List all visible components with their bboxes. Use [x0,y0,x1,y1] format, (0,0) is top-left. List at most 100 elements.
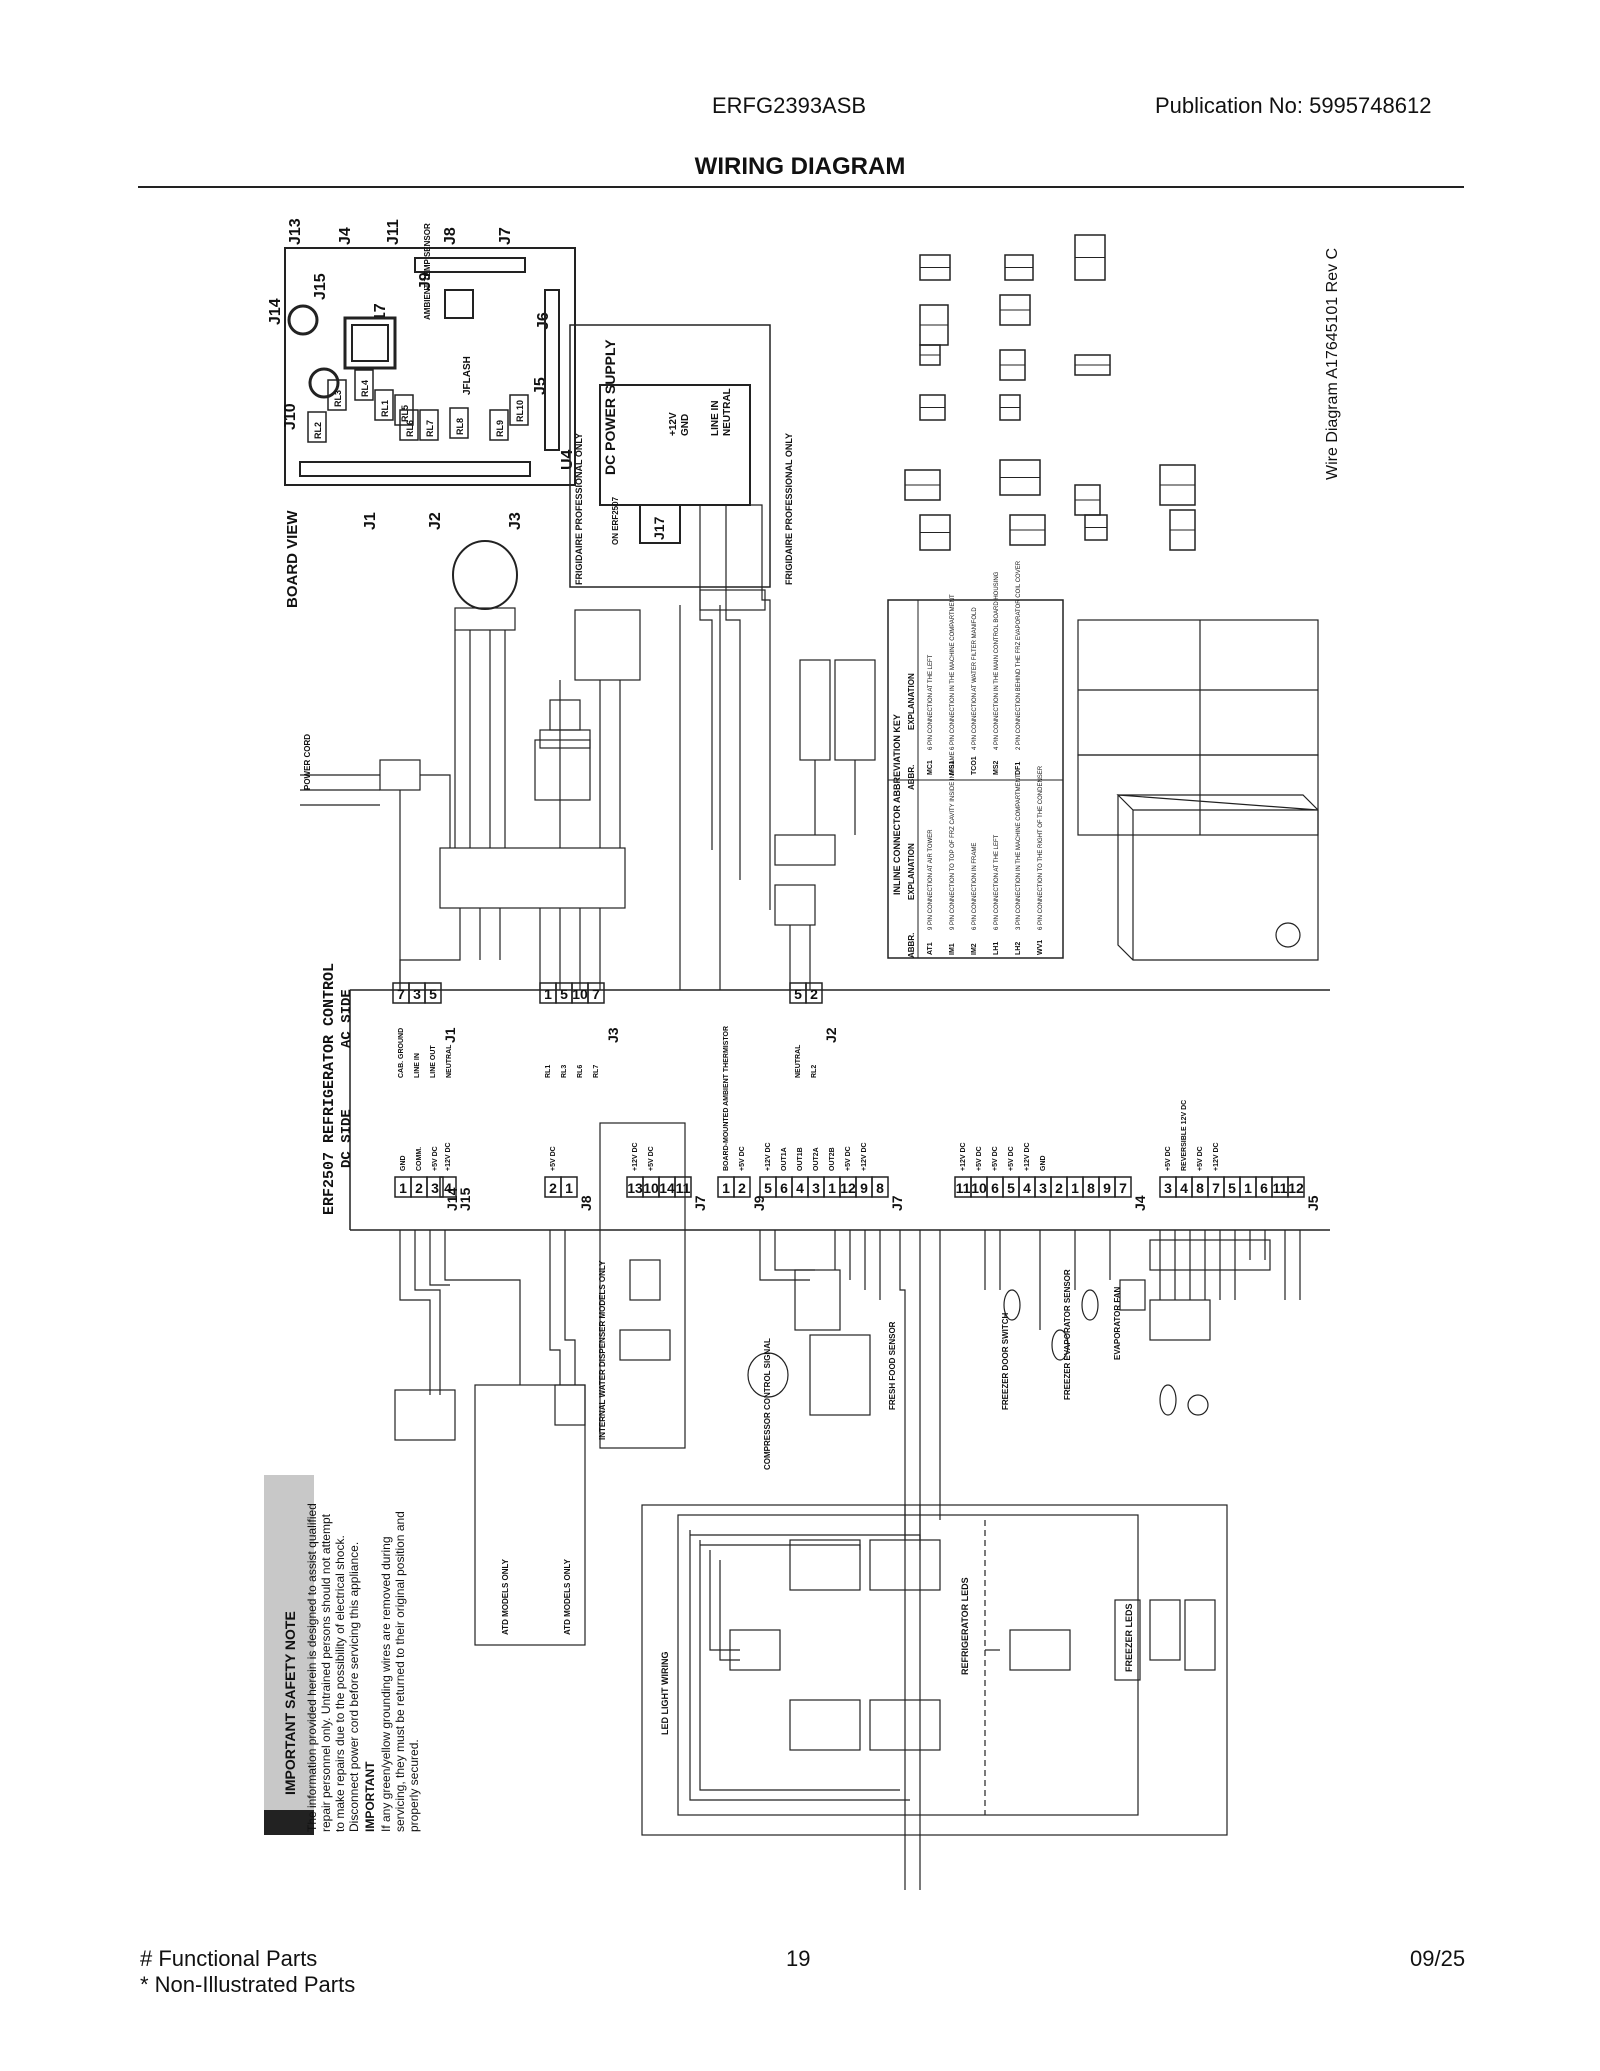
power-cord-label: POWER CORD [303,734,312,790]
connector-key-explanation: 6 PIN CONNECTION IN THE MACHINE COMPARTM… [950,594,956,750]
pin-number: 5 [1228,1180,1236,1196]
pin-number: 5 [1007,1180,1015,1196]
svg-text:IMPORTANT: IMPORTANT [363,1761,377,1832]
relay-rl6: RL6 [405,420,415,437]
board-connector-j14: J14 [267,298,284,325]
control-title: ERF2507 REFRIGERATOR CONTROL [321,963,338,1215]
pin-function-label: CAB. GROUND [398,1028,405,1078]
svg-text:+12V: +12V [668,412,679,436]
evaporator-sensor-label: FREEZER EVAPORATOR SENSOR [1063,1269,1072,1400]
connector-key-abbr: DF1 [1015,762,1022,775]
svg-text:properly secured.: properly secured. [407,1739,421,1832]
footer-legend: # Functional Parts * Non-Illustrated Par… [140,1946,355,1998]
ambient-sensor-chip [444,289,474,319]
pin-number: 9 [1103,1180,1111,1196]
publication-number: Publication No: 5995748612 [1155,93,1432,118]
svg-text:servicing, they must be return: servicing, they must be returned to thei… [393,1511,407,1832]
board-connector-j10: J10 [282,403,299,430]
connector-key-abbr: LH2 [1015,942,1022,955]
j17-block [639,504,681,544]
board-connector-j13: J13 [287,218,304,245]
board-view: BOARD VIEW J13J4J11J8J7J14J15J17J9J6J5J1… [267,218,576,608]
relay-rl3: RL3 [333,390,343,407]
pin-function-label: RL1 [545,1065,552,1078]
connector-key-title: INLINE CONNECTOR ABBREVIATION KEY [892,714,902,895]
pin-number: 4 [1023,1180,1031,1196]
evaporator-fan-label: EVAPORATOR FAN [1113,1286,1122,1360]
pin-function-label: RL3 [561,1065,568,1078]
pin-number: 1 [565,1180,573,1196]
connector-key-abbr: MS2 [993,761,1000,776]
connector-key-explanation: 6 PIN CONNECTION IN FRAME [972,843,978,930]
pin-number: 11 [1273,1180,1288,1196]
atd-models-label-2: ATD MODELS ONLY [563,1558,572,1635]
board-header-bottom [299,461,531,477]
pin-function-label: NEUTRAL [446,1044,453,1078]
board-connector-j2: J2 [427,512,444,530]
board-header-top [414,257,526,273]
svg-text:to make repairs due to the pos: to make repairs due to the possibility o… [333,1535,347,1832]
connector-key-explanation: 9 PIN CONNECTION AT AIR TOWER [928,829,934,930]
board-connector-j11: J11 [385,219,402,245]
atd-models-label: ATD MODELS ONLY [501,1558,510,1635]
pin-number: 7 [1119,1180,1127,1196]
connector-label: J15 [457,1187,473,1211]
pin-number: 5 [794,986,802,1002]
jflash-label: JFLASH [462,356,473,395]
connector-label: J2 [823,1027,839,1043]
functional-parts-note: # Functional Parts [140,1946,318,1971]
compressor-inverter [452,540,518,610]
connector-key-explanation: 2 PIN CONNECTION BEHIND THE FRZ EVAPORAT… [1016,560,1022,750]
connector-key-abbr: WV1 [1037,940,1044,955]
freezer-leds-label: FREEZER LEDS [1124,1603,1134,1672]
ac-load-wiring [300,540,876,990]
wire-diagram-ref: Wire Diagram A17645101 Rev C [1324,248,1341,480]
pin-function-label: +5V DC [739,1146,746,1171]
pin-number: 2 [810,986,818,1002]
connector-key-abbr: LH1 [993,942,1000,955]
connector-key-explanation: 6 PIN CONNECTION TO THE RIGHT OF THE CON… [1038,765,1044,930]
relay-rl5: RL5 [400,405,410,422]
pin-function-label: BOARD-MOUNTED AMBIENT THERMISTOR [723,1026,730,1171]
pin-number: 6 [991,1180,999,1196]
freezer-door-switch-label: FREEZER DOOR SWITCH [1001,1312,1010,1410]
relay-rl10: RL10 [515,400,525,422]
issue-date: 09/25 [1410,1946,1466,1971]
pin-function-label: +5V DC [976,1146,983,1171]
pin-number: 14 [659,1180,675,1196]
pin-number: 6 [780,1180,788,1196]
relay-rl9: RL9 [495,420,505,437]
pin-function-label: REVERSIBLE 12V DC [1181,1100,1188,1171]
water-valve-block [574,609,641,681]
pin-number: 7 [592,986,600,1002]
dc-load-wiring [394,1122,1301,1890]
pin-number: 8 [1087,1180,1095,1196]
pin-function-label: +12V DC [632,1142,639,1171]
board-header-right [544,289,560,451]
pin-number: 1 [722,1180,730,1196]
power-cord-block [379,759,421,791]
board-connector-j1: J1 [362,512,379,530]
board-connector-j5: J5 [532,377,549,395]
connector-key-explanation: 9 PIN CONNECTION TO TOP OF FRZ CAVITY IN… [950,751,956,930]
board-transformer [343,316,397,370]
pin-number: 1 [828,1180,836,1196]
ambient-sensor-label: AMBIENT TEMP SENSOR [423,223,432,320]
pin-function-label: OUT2B [829,1147,836,1171]
connector-label: J3 [605,1027,621,1043]
thermal-fuse-block [799,659,831,761]
svg-text:GND: GND [680,414,691,436]
page-number: 19 [786,1946,811,1971]
pin-function-label: LINE IN [414,1053,421,1078]
ac-side-label: AC SIDE [339,989,355,1048]
connector-label: J7 [692,1195,708,1211]
pin-function-label: RL7 [593,1065,600,1078]
internal-water-label: INTERNAL WATER DISPENSER MODELS ONLY [598,1260,607,1440]
relay-rl2: RL2 [313,422,323,439]
